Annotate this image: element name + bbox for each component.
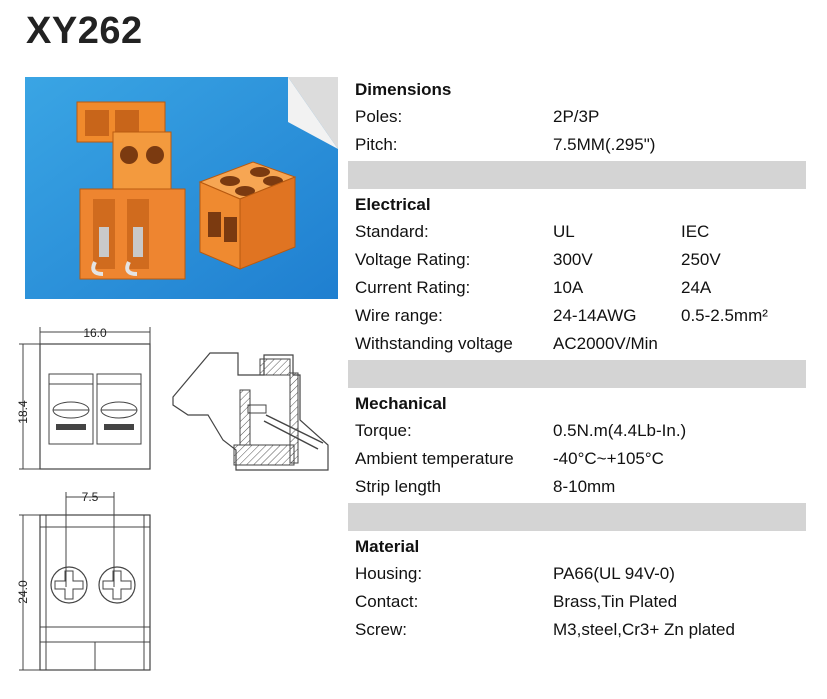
spec-value: 10A: [553, 278, 584, 297]
spec-row: Pitch: 7.5MM(.295"): [348, 131, 806, 159]
spec-label: Current Rating:: [355, 278, 471, 297]
closed-terminal-block: [198, 161, 297, 270]
spec-value: 0.5N.m(4.4Lb-In.): [553, 421, 687, 440]
spec-row: Contact: Brass,Tin Plated: [348, 588, 806, 616]
spec-value-2: 250V: [681, 250, 721, 269]
spec-table: Dimensions Poles: 2P/3P Pitch: 7.5MM(.29…: [348, 76, 806, 644]
spec-value-2: 24A: [681, 278, 712, 297]
spec-row: Strip length 8-10mm: [348, 473, 806, 501]
spec-label: Torque:: [355, 421, 412, 440]
spec-value-2: [681, 473, 801, 501]
spec-value: 8-10mm: [553, 477, 616, 496]
bottom-view-drawing: 7.5 24.0: [16, 490, 151, 671]
spec-label: Contact:: [355, 592, 419, 611]
section-divider: [348, 503, 806, 531]
spec-row: Screw: M3,steel,Cr3+ Zn plated: [348, 616, 806, 644]
open-terminal-block: [76, 101, 186, 280]
spec-value: AC2000V/Min: [553, 334, 658, 353]
product-title: XY262: [26, 10, 143, 52]
spec-row: Torque: 0.5N.m(4.4Lb-In.): [348, 417, 806, 445]
dim-bottom-pitch: 7.5: [82, 490, 99, 504]
section-title-mechanical: Mechanical: [355, 394, 447, 413]
top-view-drawing: 16.0 18.4: [16, 326, 151, 470]
section-divider: [348, 161, 806, 189]
side-section-drawing: [172, 352, 329, 471]
spec-row: Current Rating: 10A 24A: [348, 274, 806, 302]
spec-value-2: [681, 103, 801, 131]
spec-row: Voltage Rating: 300V 250V: [348, 246, 806, 274]
spec-value-2: [681, 131, 801, 159]
section-divider: [348, 360, 806, 388]
spec-value-2: [681, 330, 801, 358]
section-title-dimensions: Dimensions: [355, 80, 452, 99]
section-title-material: Material: [355, 537, 420, 556]
spec-value-2: 0.5-2.5mm²: [681, 306, 768, 325]
spec-value: 7.5MM(.295"): [553, 135, 656, 154]
spec-label: Pitch:: [355, 135, 398, 154]
section-title-electrical: Electrical: [355, 195, 431, 214]
spec-row: Poles: 2P/3P: [348, 103, 806, 131]
spec-row: Ambient temperature -40°C~+105°C: [348, 445, 806, 473]
spec-label: Ambient temperature: [355, 449, 514, 468]
spec-value: -40°C~+105°C: [553, 449, 664, 468]
spec-value-2: IEC: [681, 222, 710, 241]
spec-value: 24-14AWG: [553, 306, 637, 325]
product-photo: [25, 77, 338, 299]
dim-top-width: 16.0: [83, 326, 107, 340]
spec-label: Screw:: [355, 620, 407, 639]
spec-label: Strip length: [355, 477, 441, 496]
spec-value: 2P/3P: [553, 107, 600, 126]
dim-top-height: 18.4: [16, 400, 30, 424]
spec-value: Brass,Tin Plated: [553, 592, 678, 611]
spec-row: Wire range: 24-14AWG 0.5-2.5mm²: [348, 302, 806, 330]
spec-label: Voltage Rating:: [355, 250, 471, 269]
spec-label: Wire range:: [355, 306, 443, 325]
spec-value-2: [681, 560, 801, 588]
spec-label: Withstanding voltage: [355, 334, 513, 353]
spec-value: UL: [553, 222, 575, 241]
spec-row: Withstanding voltage AC2000V/Min: [348, 330, 806, 358]
spec-row: Standard: UL IEC: [348, 218, 806, 246]
spec-value-2: [681, 445, 801, 473]
spec-label: Housing:: [355, 564, 423, 583]
spec-label: Poles:: [355, 107, 403, 126]
spec-value-2: [681, 616, 801, 644]
spec-value: PA66(UL 94V-0): [553, 564, 675, 583]
dim-bottom-height: 24.0: [16, 580, 30, 604]
spec-label: Standard:: [355, 222, 429, 241]
spec-value: M3,steel,Cr3+ Zn plated: [553, 620, 735, 639]
spec-row: Housing: PA66(UL 94V-0): [348, 560, 806, 588]
spec-value-2: [681, 588, 801, 616]
spec-value-2: [681, 417, 801, 445]
spec-value: 300V: [553, 250, 593, 269]
